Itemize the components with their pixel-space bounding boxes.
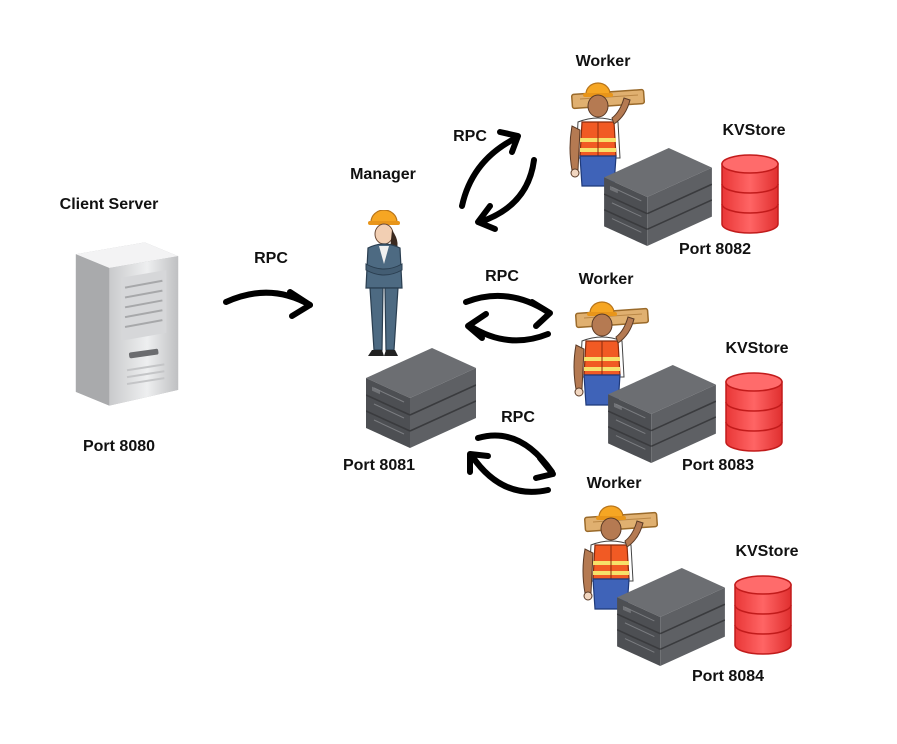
worker-2-port: Port 8083 [681, 457, 755, 474]
rpc-label-worker-2: RPC [485, 268, 519, 285]
manager-rack-server-icon [366, 348, 476, 448]
rpc-label-client-manager: RPC [254, 250, 288, 267]
worker-1-title: Worker [575, 53, 631, 70]
worker-2-kvstore-label: KVStore [725, 340, 789, 357]
worker-3-kvstore-label: KVStore [735, 543, 799, 560]
arrowhead-manager-to-worker-3 [533, 455, 556, 481]
manager-port: Port 8081 [342, 457, 416, 474]
arrowhead-manager-to-worker-1 [497, 129, 521, 155]
worker-3-rack-server-icon [617, 568, 725, 666]
client-title: Client Server [59, 196, 159, 213]
arrow-worker-3-to-manager [469, 453, 551, 495]
arrowhead-worker-2-to-manager [465, 311, 489, 341]
rpc-label-worker-3: RPC [501, 409, 535, 426]
arrowhead-manager-to-worker-2 [529, 299, 553, 329]
manager-person-icon [365, 210, 403, 357]
rpc-label-worker-1: RPC [453, 128, 487, 145]
manager-title: Manager [350, 166, 416, 183]
worker-2-title: Worker [578, 271, 634, 288]
worker-1-kvstore-label: KVStore [722, 122, 786, 139]
worker-1-port: Port 8082 [678, 241, 752, 258]
worker-1-kvstore-database-icon [721, 154, 779, 234]
tower-server-icon [74, 241, 180, 407]
arrowhead-client-to-manager [287, 289, 313, 319]
arrow-worker-1-to-manager [477, 157, 537, 225]
arrowhead-worker-1-to-manager [475, 203, 498, 232]
arrowhead-worker-3-to-manager [467, 451, 491, 475]
arrow-manager-to-worker-1 [459, 135, 519, 209]
worker-3-title: Worker [586, 475, 642, 492]
worker-3-kvstore-database-icon [734, 575, 792, 655]
worker-2-kvstore-database-icon [725, 372, 783, 452]
worker-2-rack-server-icon [608, 365, 716, 463]
worker-1-rack-server-icon [604, 148, 712, 246]
worker-3-port: Port 8084 [691, 668, 765, 685]
client-port: Port 8080 [82, 438, 156, 455]
